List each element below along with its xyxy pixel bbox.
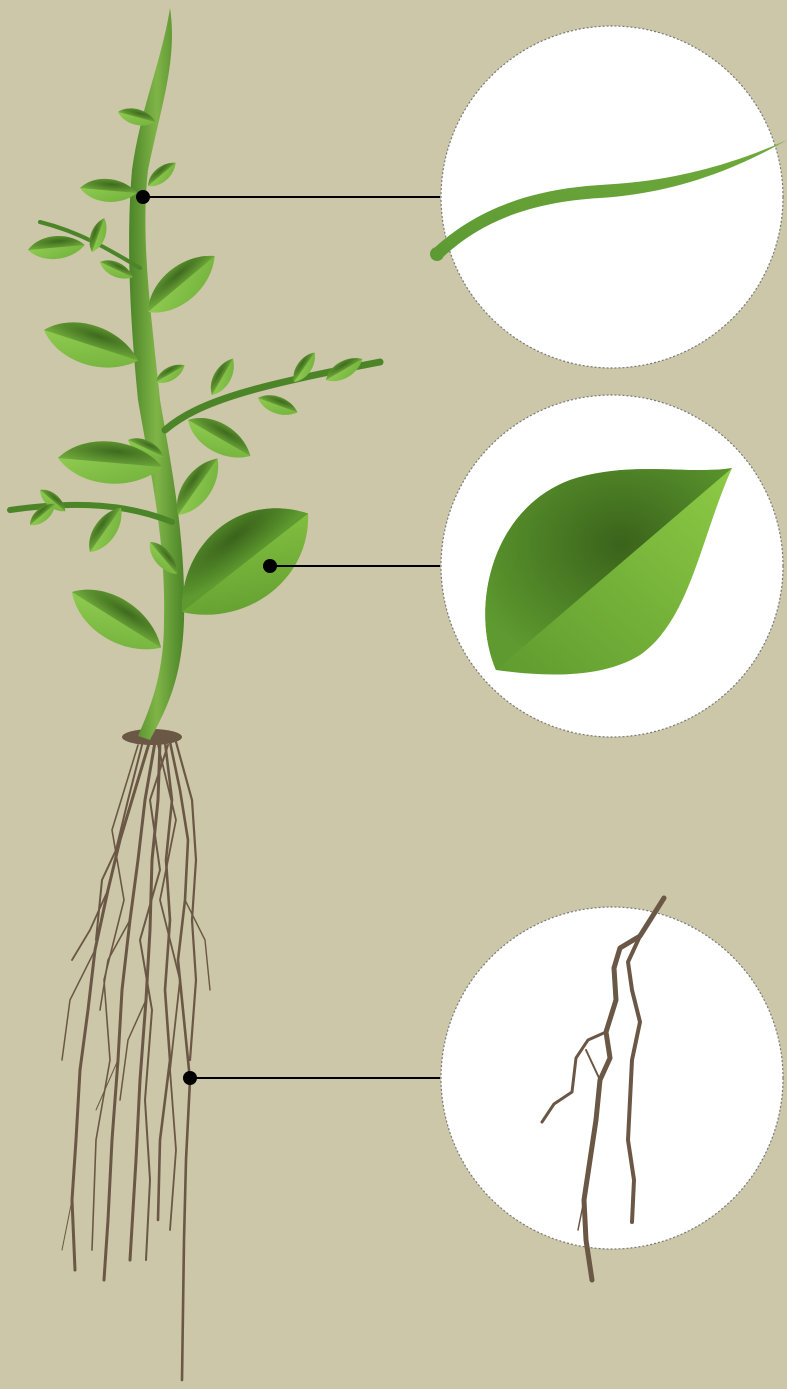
root-pointer-dot (183, 1071, 197, 1085)
stem-pointer-dot (136, 190, 150, 204)
leaf-callout (441, 395, 783, 737)
leaf-pointer-dot (263, 559, 277, 573)
